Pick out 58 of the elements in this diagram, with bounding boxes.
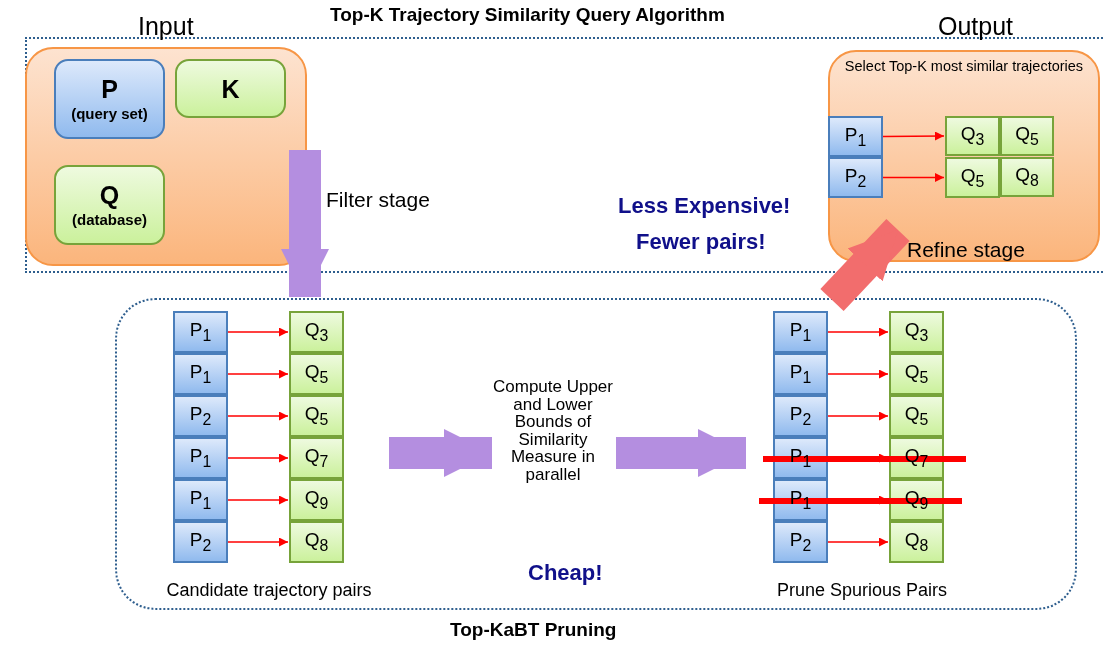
query-trajectory-box: P$_{2}$ xyxy=(173,521,228,563)
group-caption: Prune Spurious Pairs xyxy=(775,580,949,601)
input-box: Q (database) xyxy=(54,165,165,245)
query-trajectory-box: P$_{2}$ xyxy=(828,157,883,198)
query-trajectory-box: P$_{2}$ xyxy=(173,395,228,437)
step-text: Compute Upper and Lower Bounds of Similarity Measure in parallel xyxy=(492,378,614,484)
database-trajectory-box: Q$_{3}$ xyxy=(289,311,344,353)
emphasis-note: Less Expensive! xyxy=(618,193,791,219)
band-title: Top-K Trajectory Similarity Query Algorithm xyxy=(330,4,725,26)
arrow xyxy=(827,327,889,337)
arrow xyxy=(227,411,289,421)
database-trajectory-box: Q$_{8}$ xyxy=(1000,157,1054,197)
band-title: Top-KaBT Pruning xyxy=(450,619,617,641)
database-trajectory-box: Q$_{5}$ xyxy=(289,353,344,395)
arrow xyxy=(227,327,289,337)
database-trajectory-box: Q$_{5}$ xyxy=(1000,116,1054,156)
database-trajectory-box: Q$_{7}$ xyxy=(289,437,344,479)
block-arrow xyxy=(616,429,746,477)
arrow xyxy=(882,173,945,182)
arrow xyxy=(827,537,889,547)
query-trajectory-box: P$_{1}$ xyxy=(173,311,228,353)
block-arrow xyxy=(389,429,492,477)
arrow xyxy=(227,369,289,379)
arrow xyxy=(227,537,289,547)
database-trajectory-box: Q$_{8}$ xyxy=(289,521,344,563)
panel-title: Input xyxy=(138,12,194,41)
emphasis-note: Fewer pairs! xyxy=(636,229,766,255)
query-trajectory-box: P$_{1}$ xyxy=(773,311,828,353)
block-arrow xyxy=(820,219,910,311)
arrow xyxy=(827,369,889,379)
arrow xyxy=(882,131,945,141)
panel-title: Output xyxy=(938,12,1014,41)
query-trajectory-box: P$_{1}$ xyxy=(828,116,883,157)
database-trajectory-box: Q$_{5}$ xyxy=(889,395,944,437)
query-trajectory-box: P$_{2}$ xyxy=(773,521,828,563)
panel-text: Select Top-K most similar trajectories xyxy=(843,57,1085,76)
arrow xyxy=(827,411,889,421)
database-trajectory-box: Q$_{9}$ xyxy=(289,479,344,521)
input-box: K xyxy=(175,59,286,118)
block-arrow xyxy=(281,150,329,297)
query-trajectory-box: P$_{2}$ xyxy=(773,395,828,437)
database-trajectory-box: Q$_{3}$ xyxy=(945,116,1000,156)
query-trajectory-box: P$_{1}$ xyxy=(173,437,228,479)
group-caption: Candidate trajectory pairs xyxy=(165,580,373,601)
arrow xyxy=(227,495,289,505)
input-box: P (query set) xyxy=(54,59,165,139)
emphasis-note: Cheap! xyxy=(528,560,603,586)
arrow xyxy=(227,453,289,463)
database-trajectory-box: Q$_{3}$ xyxy=(889,311,944,353)
query-trajectory-box: P$_{1}$ xyxy=(773,353,828,395)
database-trajectory-box: Q$_{8}$ xyxy=(889,521,944,563)
edge-label: Refine stage xyxy=(907,238,1025,262)
database-trajectory-box: Q$_{5}$ xyxy=(945,157,1000,198)
query-trajectory-box: P$_{1}$ xyxy=(173,353,228,395)
database-trajectory-box: Q$_{5}$ xyxy=(889,353,944,395)
database-trajectory-box: Q$_{5}$ xyxy=(289,395,344,437)
edge-label: Filter stage xyxy=(326,188,430,212)
query-trajectory-box: P$_{1}$ xyxy=(173,479,228,521)
